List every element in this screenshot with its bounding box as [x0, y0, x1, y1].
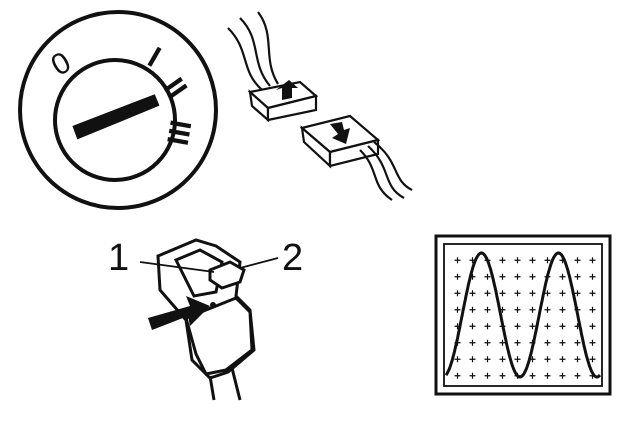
grid-cross [559, 290, 566, 297]
oscilloscope [434, 234, 612, 396]
sensor-terminal [208, 260, 246, 290]
grid-cross [454, 273, 461, 280]
grid-cross [529, 290, 536, 297]
grid-cross [514, 323, 521, 330]
grid-cross [574, 356, 581, 363]
grid-cross [469, 372, 476, 379]
connector-pair [227, 11, 413, 201]
oscilloscope-grid [454, 257, 596, 379]
grid-cross [454, 372, 461, 379]
upper-wire-1 [227, 27, 263, 91]
grid-cross [544, 257, 551, 264]
grid-cross [499, 273, 506, 280]
grid-cross [484, 339, 491, 346]
grid-cross [589, 356, 596, 363]
oscilloscope-screen [443, 243, 603, 387]
grid-cross [589, 290, 596, 297]
grid-cross [499, 257, 506, 264]
grid-cross [529, 372, 536, 379]
grid-cross [484, 273, 491, 280]
grid-cross [469, 323, 476, 330]
sensor-cable [208, 367, 242, 401]
upper-connector [247, 80, 319, 123]
grid-cross [514, 306, 521, 313]
grid-cross [484, 372, 491, 379]
lower-wire-2 [367, 145, 405, 199]
grid-cross [499, 356, 506, 363]
grid-cross [454, 290, 461, 297]
grid-cross [559, 306, 566, 313]
grid-cross [514, 290, 521, 297]
callout-1-leader [139, 261, 215, 273]
grid-cross [574, 273, 581, 280]
grid-cross [484, 290, 491, 297]
grid-cross [514, 257, 521, 264]
grid-cross [589, 257, 596, 264]
grid-cross [559, 356, 566, 363]
grid-cross [469, 290, 476, 297]
grid-cross [544, 339, 551, 346]
grid-cross [529, 257, 536, 264]
callout-1-label: 1 [108, 237, 129, 279]
arrow-down-icon [330, 122, 350, 144]
grid-cross [544, 372, 551, 379]
grid-cross [499, 339, 506, 346]
lower-wire-3 [373, 141, 413, 191]
grid-cross [559, 323, 566, 330]
grid-cross [574, 372, 581, 379]
upper-wire-3 [257, 11, 279, 85]
upper-wire-2 [239, 17, 271, 87]
grid-cross [589, 273, 596, 280]
lower-connector [299, 114, 381, 169]
grid-cross [559, 372, 566, 379]
grid-cross [469, 306, 476, 313]
sensor-pin-hole [210, 302, 216, 308]
grid-cross [529, 323, 536, 330]
grid-cross [514, 273, 521, 280]
grid-cross [484, 323, 491, 330]
grid-cross [529, 306, 536, 313]
grid-cross [574, 290, 581, 297]
grid-cross [574, 339, 581, 346]
sensor-lower-section [184, 296, 254, 376]
grid-cross [559, 273, 566, 280]
grid-cross [484, 356, 491, 363]
callout-2-leader [239, 257, 279, 269]
grid-cross [544, 356, 551, 363]
grid-cross [589, 323, 596, 330]
grid-cross [514, 356, 521, 363]
grid-cross [544, 323, 551, 330]
grid-cross [454, 306, 461, 313]
lower-wire-1 [359, 149, 393, 201]
position-3-label: III [160, 117, 197, 147]
grid-cross [454, 356, 461, 363]
ignition-switch: 0 I II III [18, 10, 218, 210]
grid-cross [499, 290, 506, 297]
callout-2-label: 2 [282, 237, 303, 279]
grid-cross [484, 306, 491, 313]
grid-cross [574, 257, 581, 264]
grid-cross [559, 339, 566, 346]
grid-cross [514, 339, 521, 346]
grid-cross [544, 290, 551, 297]
grid-cross [454, 257, 461, 264]
sine-waveform [444, 251, 602, 379]
arrow-up-icon [276, 80, 298, 100]
grid-cross [589, 339, 596, 346]
grid-cross [529, 273, 536, 280]
grid-cross [469, 356, 476, 363]
grid-cross [499, 372, 506, 379]
key-slot-icon [72, 94, 160, 140]
grid-cross [544, 306, 551, 313]
grid-cross [469, 339, 476, 346]
grid-cross [589, 306, 596, 313]
arrow-right-icon [148, 296, 210, 330]
